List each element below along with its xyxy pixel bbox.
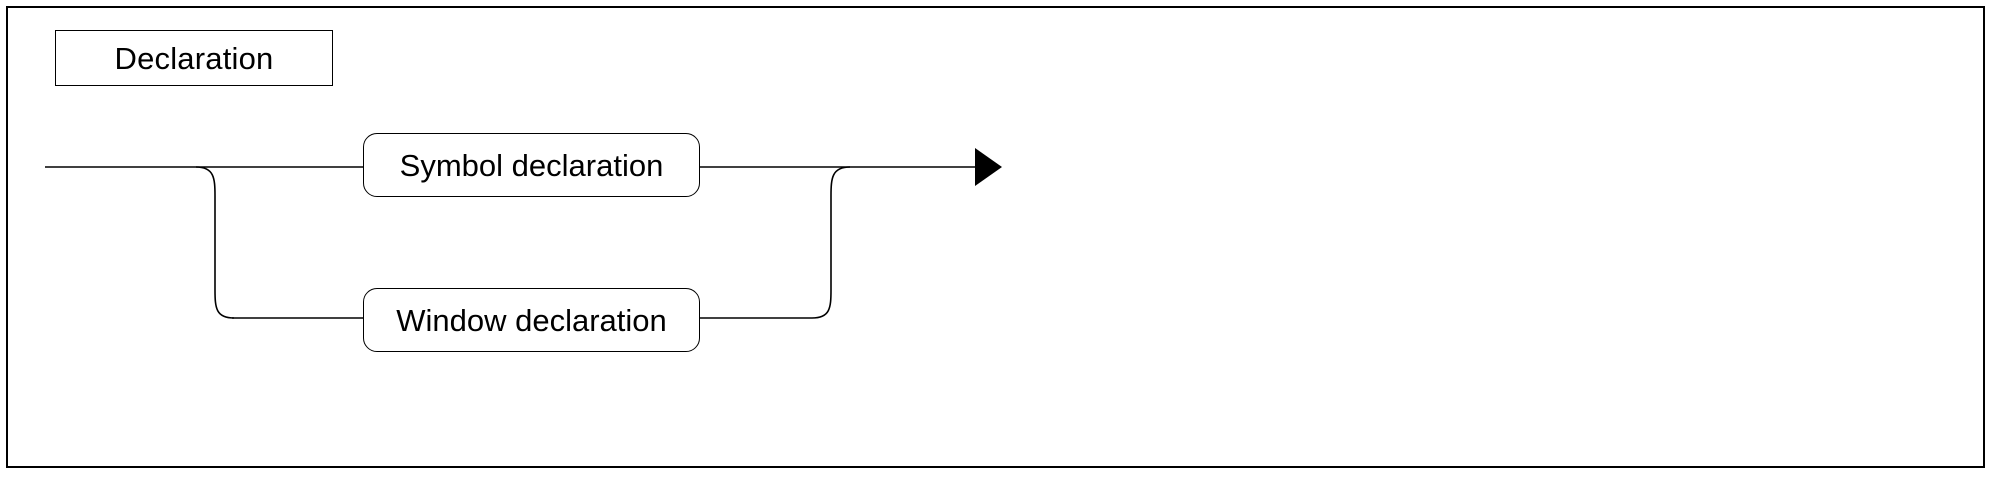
nonterminal-window-declaration-label: Window declaration [396,302,667,338]
nonterminal-symbol-declaration[interactable]: Symbol declaration [363,133,700,197]
nonterminal-symbol-declaration-label: Symbol declaration [399,147,664,183]
rule-title-box: Declaration [55,30,333,86]
split-curve-down [195,166,235,319]
diagram-frame: Declaration [6,6,1985,468]
merge-curve-up [700,166,851,319]
rule-title-label: Declaration [114,40,274,76]
flow-arrow-right-icon [975,148,1002,186]
nonterminal-window-declaration[interactable]: Window declaration [363,288,700,352]
